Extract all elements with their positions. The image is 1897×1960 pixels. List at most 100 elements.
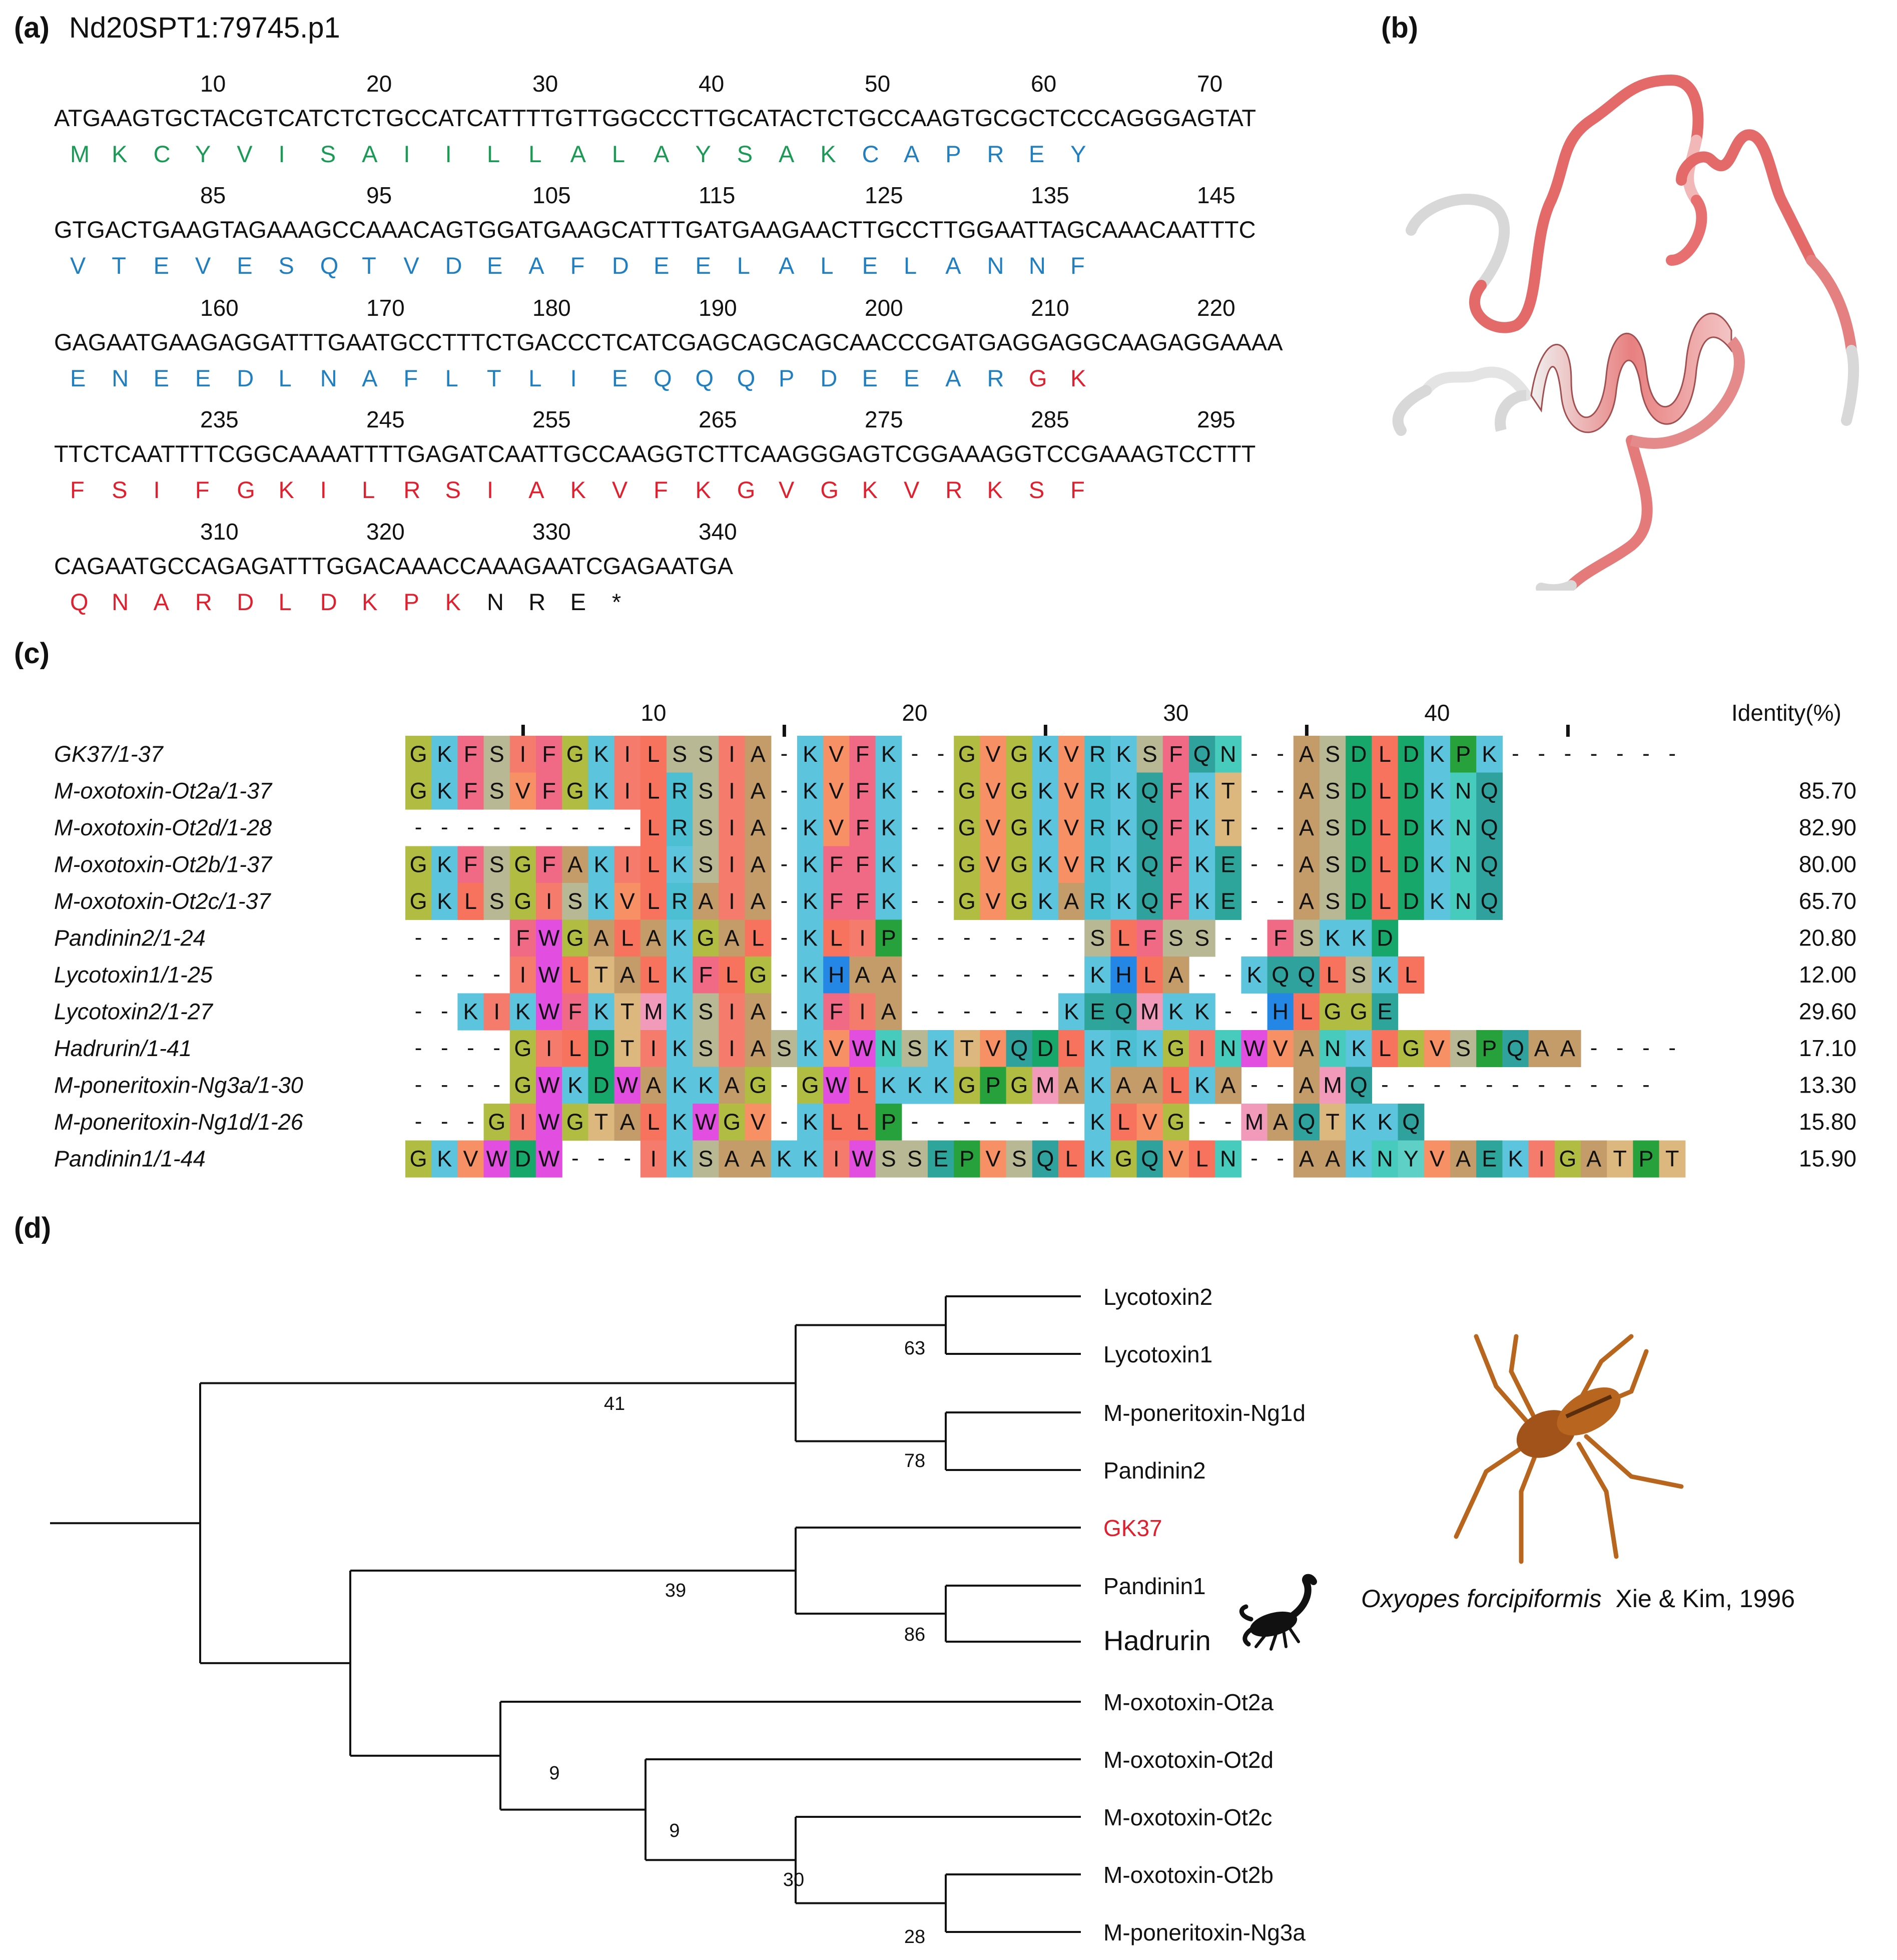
amino-acid-residue: I xyxy=(278,141,285,167)
ruler-label: 20 xyxy=(902,700,927,726)
residue-letter: S xyxy=(1325,852,1340,877)
residue-cell xyxy=(1346,736,1372,773)
residue-cell xyxy=(1189,919,1215,957)
residue-letter: L xyxy=(1117,1109,1130,1135)
residue-cell xyxy=(823,883,850,920)
residue-letter: R xyxy=(1089,852,1106,877)
residue-cell xyxy=(797,772,824,810)
residue-letter: R xyxy=(672,778,688,804)
residue-letter: L xyxy=(1327,962,1339,988)
amino-acid-residue: Q xyxy=(320,252,339,279)
alignment-gap: - xyxy=(441,1036,448,1060)
residue-letter: L xyxy=(1065,1036,1078,1061)
residue-letter: G xyxy=(1402,1036,1420,1061)
residue-letter: S xyxy=(698,999,713,1025)
residue-letter: G xyxy=(566,925,584,951)
residue-letter: Y xyxy=(1404,1146,1419,1172)
residue-cell xyxy=(614,772,641,810)
residue-letter: L xyxy=(569,1036,581,1061)
amino-acid-residue: K xyxy=(862,476,878,503)
residue-letter: K xyxy=(1090,962,1105,988)
amino-acid-residue: L xyxy=(528,141,542,167)
amino-acid-residue: E xyxy=(153,365,169,391)
alignment-gap: - xyxy=(1015,999,1023,1024)
alignment-gap: - xyxy=(1277,778,1284,803)
residue-letter: D xyxy=(1403,888,1419,914)
amino-acid-residue: R xyxy=(528,589,546,615)
amino-acid-residue: I xyxy=(486,476,494,503)
residue-cell xyxy=(588,1030,615,1068)
alignment-gap: - xyxy=(1538,741,1545,766)
alignment-gap: - xyxy=(937,962,945,987)
residue-cell xyxy=(1450,736,1477,773)
alignment-gap: - xyxy=(1277,852,1284,876)
residue-cell xyxy=(1424,883,1451,920)
residue-letter: S xyxy=(698,741,713,767)
alignment-gap: - xyxy=(467,925,474,950)
identity-value: 85.70 xyxy=(1799,778,1856,804)
residue-letter: G xyxy=(514,852,531,877)
amino-acid-residue: V xyxy=(611,476,628,503)
residue-cell xyxy=(954,883,980,920)
residue-letter: I xyxy=(1199,1036,1205,1061)
residue-letter: V xyxy=(1064,741,1079,767)
residue-cell xyxy=(928,1140,954,1178)
alignment-gap: - xyxy=(781,888,788,913)
amino-acid-residue: Q xyxy=(737,365,756,391)
residue-letter: K xyxy=(672,852,687,877)
residue-cell xyxy=(693,1104,719,1141)
residue-cell xyxy=(562,772,588,810)
residue-cell xyxy=(1110,993,1137,1031)
residue-letter: V xyxy=(985,888,1000,914)
amino-acid-residue: V xyxy=(237,141,253,167)
residue-cell xyxy=(745,919,772,957)
residue-cell xyxy=(1346,956,1372,994)
amino-acid-residue: E xyxy=(70,365,86,391)
residue-letter: L xyxy=(1379,852,1391,877)
tree-leaf-label: Lycotoxin2 xyxy=(1103,1284,1212,1310)
alignment-gap: - xyxy=(1512,741,1519,766)
residue-letter: W xyxy=(826,1073,847,1098)
residue-letter: K xyxy=(803,888,818,914)
residue-letter: A xyxy=(1456,1146,1471,1172)
species-authority: Xie & Kim, 1996 xyxy=(1615,1585,1795,1613)
residue-cell xyxy=(1476,772,1503,810)
residue-cell xyxy=(1554,1030,1581,1068)
amino-acid-residue: L xyxy=(362,476,375,503)
residue-cell xyxy=(1372,1030,1399,1068)
alignment-gap: - xyxy=(467,815,474,839)
dna-sequence-line: GTGACTGAAGTAGAAAGCCAAACAGTGGATGAAGCATTTG… xyxy=(54,216,1256,243)
residue-letter: K xyxy=(1038,815,1053,840)
amino-acid-residue: N xyxy=(320,365,337,391)
sequence-position-label: 50 xyxy=(865,71,891,97)
residue-cell xyxy=(745,993,772,1031)
residue-letter: L xyxy=(647,778,660,804)
residue-cell xyxy=(1398,809,1425,847)
residue-cell xyxy=(1372,993,1399,1031)
amino-acid-residue: F xyxy=(1070,476,1085,503)
residue-cell xyxy=(1084,993,1111,1031)
residue-cell xyxy=(849,736,876,773)
residue-letter: V xyxy=(985,1036,1000,1061)
residue-cell xyxy=(693,993,719,1031)
residue-letter: K xyxy=(1194,999,1209,1025)
residue-cell xyxy=(1110,1104,1137,1141)
residue-letter: V xyxy=(751,1109,766,1135)
residue-letter: A xyxy=(646,1073,661,1098)
amino-acid-residue: A xyxy=(362,141,378,167)
residue-letter: Q xyxy=(1298,962,1315,988)
residue-letter: T xyxy=(1326,1109,1340,1135)
residue-cell xyxy=(797,736,824,773)
residue-letter: D xyxy=(1377,925,1393,951)
residue-cell xyxy=(1320,809,1346,847)
residue-cell xyxy=(1450,883,1477,920)
residue-letter: S xyxy=(907,1146,922,1172)
residue-letter: K xyxy=(1351,925,1366,951)
residue-letter: S xyxy=(1194,925,1209,951)
identity-value: 15.80 xyxy=(1799,1109,1856,1135)
residue-letter: W xyxy=(695,1109,717,1135)
residue-cell xyxy=(640,1140,667,1178)
residue-cell xyxy=(483,846,510,883)
residue-cell xyxy=(1032,846,1059,883)
